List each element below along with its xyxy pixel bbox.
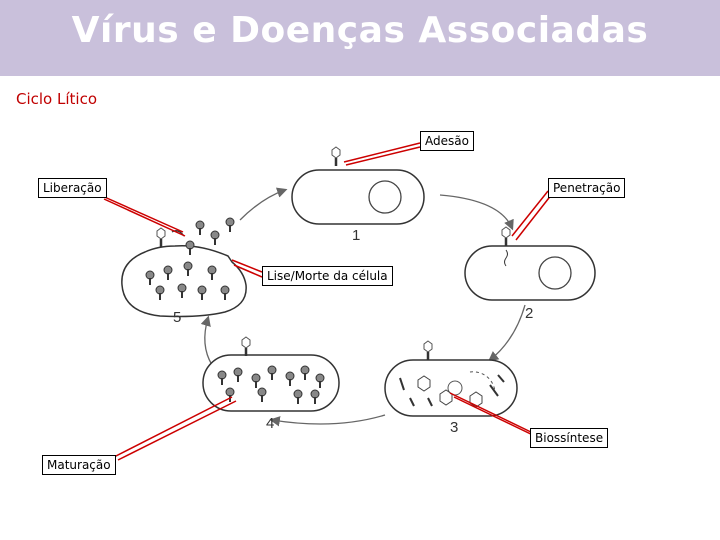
cell-biosynthesis bbox=[384, 339, 518, 417]
cell-maturation bbox=[202, 335, 340, 412]
label-penetracao: Penetração bbox=[548, 178, 626, 198]
step-number-3: 3 bbox=[450, 419, 458, 436]
pointer-lines bbox=[99, 142, 553, 461]
title-bar bbox=[0, 0, 720, 76]
subtitle: Ciclo Lítico bbox=[16, 90, 97, 108]
label-maturacao: Maturação bbox=[42, 455, 116, 475]
cell-adsorption bbox=[291, 145, 425, 225]
cycle-arrows bbox=[200, 187, 526, 427]
step-number-1: 1 bbox=[352, 227, 360, 244]
step-number-2: 2 bbox=[525, 305, 533, 322]
label-adesao: Adesão bbox=[420, 131, 474, 151]
label-lise: Lise/Morte da célula bbox=[262, 266, 393, 286]
step-number-4: 4 bbox=[266, 415, 274, 432]
page-title: Vírus e Doenças Associadas bbox=[71, 10, 649, 51]
cell-lysis bbox=[121, 217, 247, 318]
label-liberacao: Liberação bbox=[38, 178, 107, 198]
cell-penetration bbox=[464, 225, 596, 301]
step-number-5: 5 bbox=[173, 309, 181, 326]
label-biossintese: Biossíntese bbox=[530, 428, 609, 448]
